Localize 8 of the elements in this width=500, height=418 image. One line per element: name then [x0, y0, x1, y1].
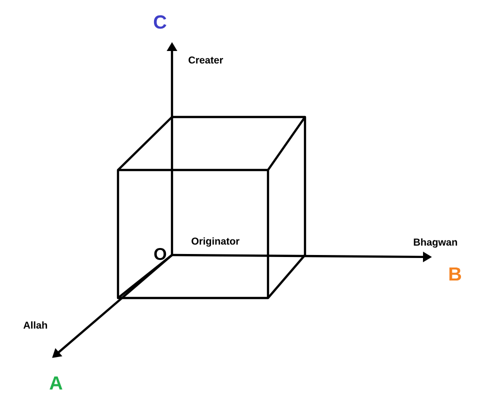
axis-label: Originator — [192, 237, 240, 247]
axis-letter: O — [154, 248, 166, 260]
edge-label: Creater — [188, 56, 224, 64]
axis-letter: A — [50, 376, 62, 390]
axis-letter: C — [154, 15, 166, 29]
edge-label: Allah — [23, 321, 48, 329]
axis-letter: B — [449, 267, 461, 281]
edge-label: Bhagwan — [414, 238, 458, 248]
